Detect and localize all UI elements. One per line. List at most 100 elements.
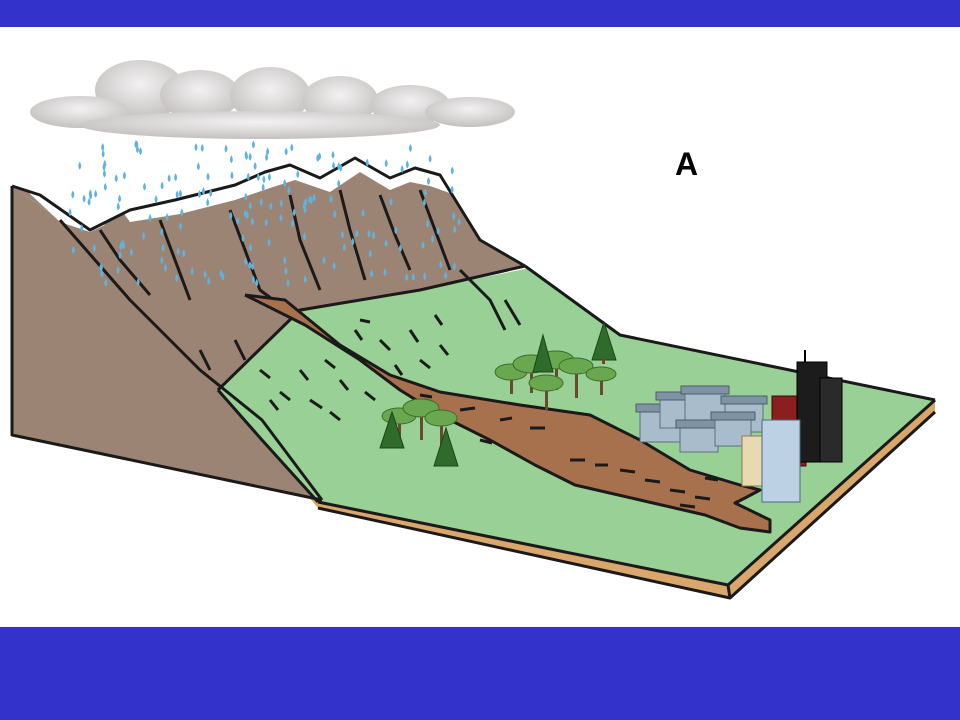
soil-layer [240,400,935,598]
rain-drop [161,243,165,252]
rain-drop [219,269,223,278]
rain-drop [332,261,336,270]
rain-drops [68,140,461,287]
rain-drop [68,208,72,217]
rain-drop [308,195,312,204]
rain-drop [179,221,183,230]
rain-drop [383,268,387,277]
rain-drop [312,193,316,202]
rain-drop [322,256,326,265]
rain-drop [114,174,118,183]
rain-drop [241,233,245,242]
rain-drop [408,144,412,153]
rain-drop [206,172,210,181]
rain-drop [291,219,295,228]
rain-drop [201,186,205,195]
rain-drop [384,239,388,248]
rain-drop [194,143,198,152]
rain-drop [224,144,228,153]
rain-drop [249,243,253,252]
rain-drop [266,147,270,156]
rain-drop [229,211,233,220]
rain-drop [190,267,194,276]
rain-drop [251,275,255,284]
rain-drop [248,260,252,269]
rain-drop [436,226,440,235]
rain-drop [154,195,158,204]
rain-drop [405,160,409,169]
rain-drop [423,188,427,197]
rain-drop [339,163,343,172]
rain-drop [250,217,254,226]
rain-drop [411,272,415,281]
tree-cluster [494,320,617,410]
rain-drop [206,198,210,207]
rain-drop [283,179,287,188]
rain-drop [163,263,167,272]
rain-drop [428,154,432,163]
rain-drop [267,238,271,247]
rain-drop [290,143,294,152]
top-band [0,0,960,27]
rain-drop [256,173,260,182]
ridge-line [216,264,526,392]
debris-flow [245,295,770,532]
rain-drop [118,251,122,260]
rain-drop [118,194,122,203]
rain-drop [94,189,98,198]
rain-drop [267,172,271,181]
rain-drop [207,276,211,285]
rain-drop [452,212,456,221]
rain-drop [457,217,461,226]
mountain-outline [11,156,526,268]
rain-drop [264,218,268,227]
rain-drop [71,190,75,199]
rain-drop [203,270,207,279]
rain-drop [78,161,82,170]
rain-drop [176,247,180,256]
rain-drop [337,179,341,188]
rain-drop [316,153,320,162]
rain-drop [180,208,184,217]
rain-drop [197,190,201,199]
rain-drop [248,201,252,210]
rain-drop [265,153,269,162]
rain-drop [243,209,247,218]
rain-drop [167,174,171,183]
rain-drop [284,266,288,275]
soil-corner [726,584,732,599]
rain-drop [101,142,105,151]
rain-drop [122,171,126,180]
cliff-fault [216,389,320,504]
rain-drop [244,192,248,201]
rain-drop [279,213,283,222]
rain-drop [175,190,179,199]
rain-drop [370,269,374,278]
houses [635,385,768,453]
rain-drop [101,149,105,158]
rain-drop [398,244,402,253]
debris-marks [419,393,719,509]
rain-drop [303,232,307,241]
rain-drop [453,225,457,234]
landslide-diagram [10,60,937,600]
rain-drop [439,260,443,269]
slope-marks [259,314,450,422]
rain-drop [342,243,346,252]
rain-drop [143,182,147,191]
rain-drop [138,147,142,156]
rain-drop [160,181,164,190]
rain-drop [88,189,92,198]
rain-drop [283,256,287,265]
rain-drop [251,140,255,149]
rain-drop [332,161,336,170]
rain-drop [103,159,107,168]
rain-drop [450,166,454,175]
rain-drop [303,205,307,214]
rain-drop [329,194,333,203]
rain-drop [121,239,125,248]
rain-drop [296,170,300,179]
rain-drop [104,278,108,287]
rain-drop [182,249,186,258]
rain-drop [246,172,250,181]
